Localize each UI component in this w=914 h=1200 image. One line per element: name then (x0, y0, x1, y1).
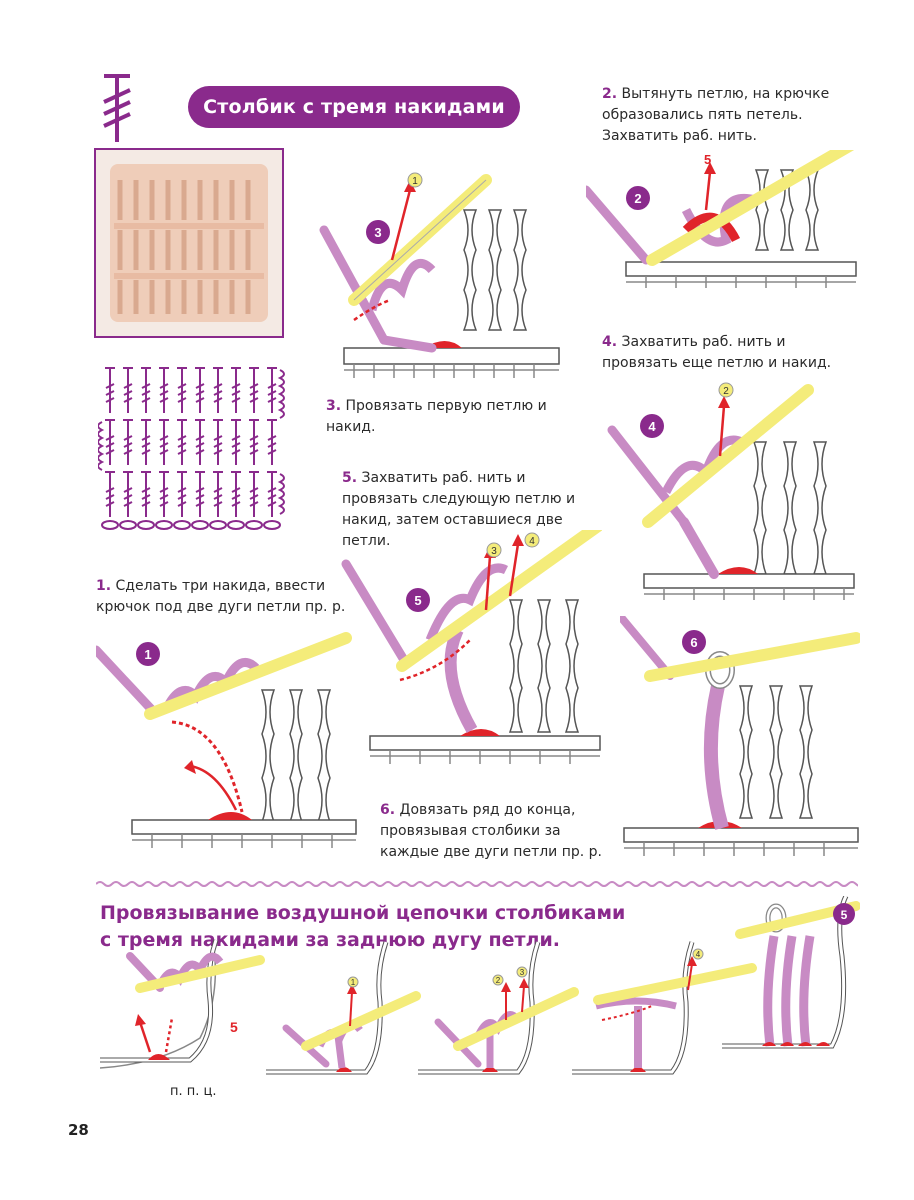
seq-marker-3: 3 (520, 968, 525, 977)
seq-marker-1: 1 (351, 978, 356, 987)
seq-marker-4: 4 (696, 950, 701, 959)
caption-step2: 2. Вытянуть петлю, на крючке образовалис… (602, 86, 830, 144)
step2-badge: 2 (634, 191, 641, 206)
seq-marker-2: 2 (496, 976, 501, 985)
chain-label: п. п. ц. (170, 1084, 217, 1099)
step1-illustration: 1 (96, 632, 357, 848)
step5-badge: 5 (414, 593, 421, 608)
chain-count-5: 5 (230, 1019, 238, 1035)
seq-badge-5: 5 (841, 908, 848, 922)
step6-illustration: 6 (620, 616, 860, 856)
triple-crochet-symbol-icon (103, 74, 131, 142)
step4-badge: 4 (648, 419, 656, 434)
page-number: 28 (68, 1121, 89, 1139)
caption-step4: 4. Захватить раб. нить и провязать еще п… (602, 334, 832, 371)
section-divider (96, 881, 858, 887)
caption-step3: 3. Провязать первую петлю и накид. (326, 398, 547, 435)
step3-illustration: 3 1 (319, 172, 560, 378)
step2-illustration: 5 2 (586, 150, 857, 288)
caption-step5: 5. Захватить раб. нить и провязать следу… (342, 470, 576, 549)
crochet-chart-diagram (98, 367, 285, 530)
step3-badge: 3 (374, 225, 381, 240)
loop-count-5: 5 (704, 152, 711, 167)
step4-illustration: 2 4 (607, 382, 855, 600)
caption-step1: 1. Сделать три накида, ввести крючок под… (96, 578, 346, 615)
chain-sequence-illustration: 5 1 2 3 (100, 896, 860, 1075)
marker-2: 2 (723, 386, 729, 397)
marker-1: 1 (412, 176, 418, 187)
page-title: Столбик с тремя накидами (188, 86, 520, 128)
marker-3: 3 (491, 546, 497, 557)
step6-badge: 6 (690, 635, 697, 650)
step1-badge: 1 (144, 647, 151, 662)
caption-step6: 6. Довязать ряд до конца, провязывая сто… (380, 802, 603, 860)
crochet-sample-photo (94, 148, 284, 338)
step5-illustration: 3 4 5 (341, 530, 602, 764)
marker-4: 4 (529, 536, 535, 547)
